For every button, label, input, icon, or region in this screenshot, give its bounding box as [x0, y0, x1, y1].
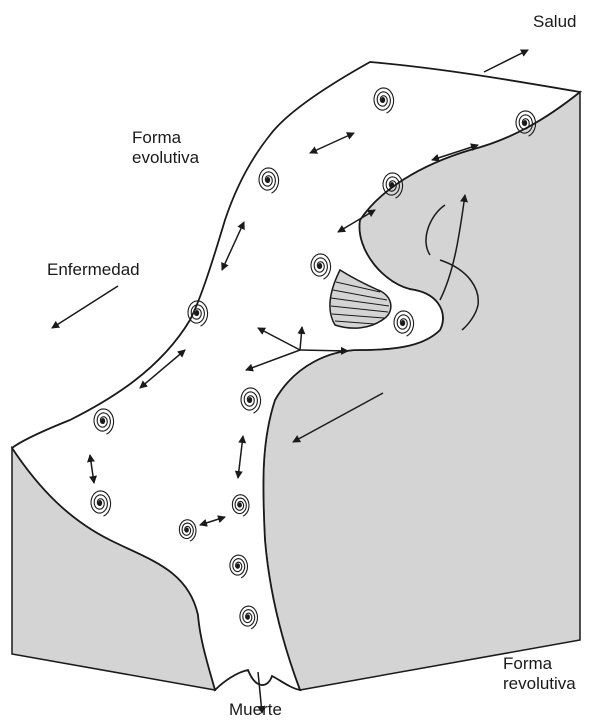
spiral-center [318, 263, 322, 269]
spiral-center [248, 397, 252, 403]
label-forma-evolutiva-line1: Forma [132, 128, 199, 148]
arrow-icon [484, 50, 528, 72]
spiral-center [195, 310, 199, 316]
label-enfermedad: Enfermedad [47, 260, 140, 280]
spiral-center [236, 563, 240, 568]
label-forma-revolutiva: Forma revolutiva [503, 654, 576, 694]
spiral-center [381, 97, 385, 103]
spiral-center [401, 320, 405, 326]
label-forma-evolutiva: Forma evolutiva [132, 128, 199, 168]
label-forma-revolutiva-line2: revolutiva [503, 674, 576, 694]
spiral-center [246, 614, 250, 619]
spiral-center [390, 182, 394, 188]
label-forma-evolutiva-line2: evolutiva [132, 148, 199, 168]
spiral-center [101, 418, 105, 424]
spiral-center [266, 177, 270, 183]
spiral-center [523, 120, 527, 126]
spiral-center [98, 500, 102, 506]
label-forma-revolutiva-line1: Forma [503, 654, 576, 674]
arrow-icon [52, 286, 118, 328]
spiral-center [185, 527, 189, 532]
spiral-center [238, 502, 242, 507]
label-salud: Salud [533, 12, 576, 32]
arrow-icon [300, 350, 348, 351]
label-muerte: Muerte [229, 700, 282, 720]
